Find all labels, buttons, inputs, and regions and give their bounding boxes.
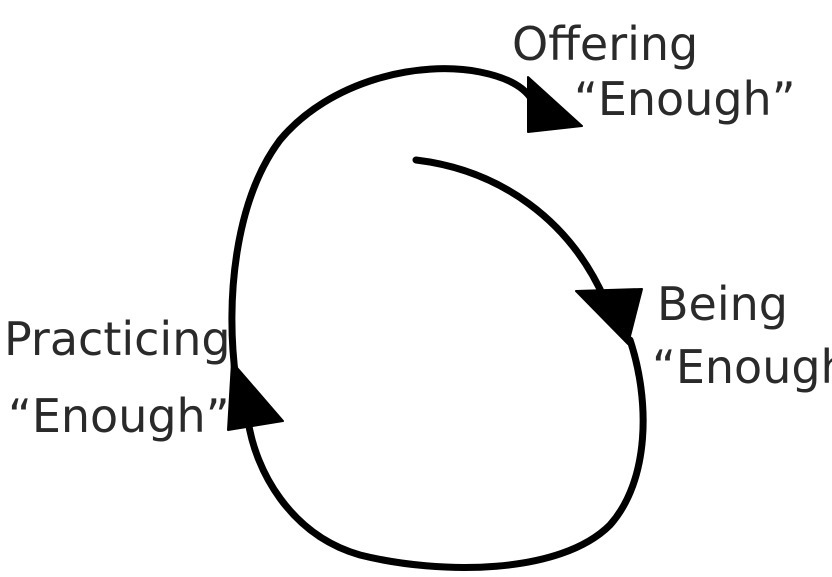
label-being-line1: Being (657, 277, 788, 331)
label-being-line2: “Enough” (652, 340, 832, 394)
label-practicing-line1: Practicing (4, 312, 231, 366)
arrowhead-practicing (227, 361, 284, 431)
inner-arc (412, 156, 609, 304)
arrowhead-offering (527, 76, 583, 133)
outer-arc-top (228, 65, 536, 384)
outer-arc-bottom (244, 336, 647, 571)
label-offering-line1: Offering (512, 17, 698, 71)
label-practicing-line2: “Enough” (8, 389, 230, 443)
arrowhead-being (575, 288, 643, 345)
label-offering-line2: “Enough” (574, 72, 796, 126)
